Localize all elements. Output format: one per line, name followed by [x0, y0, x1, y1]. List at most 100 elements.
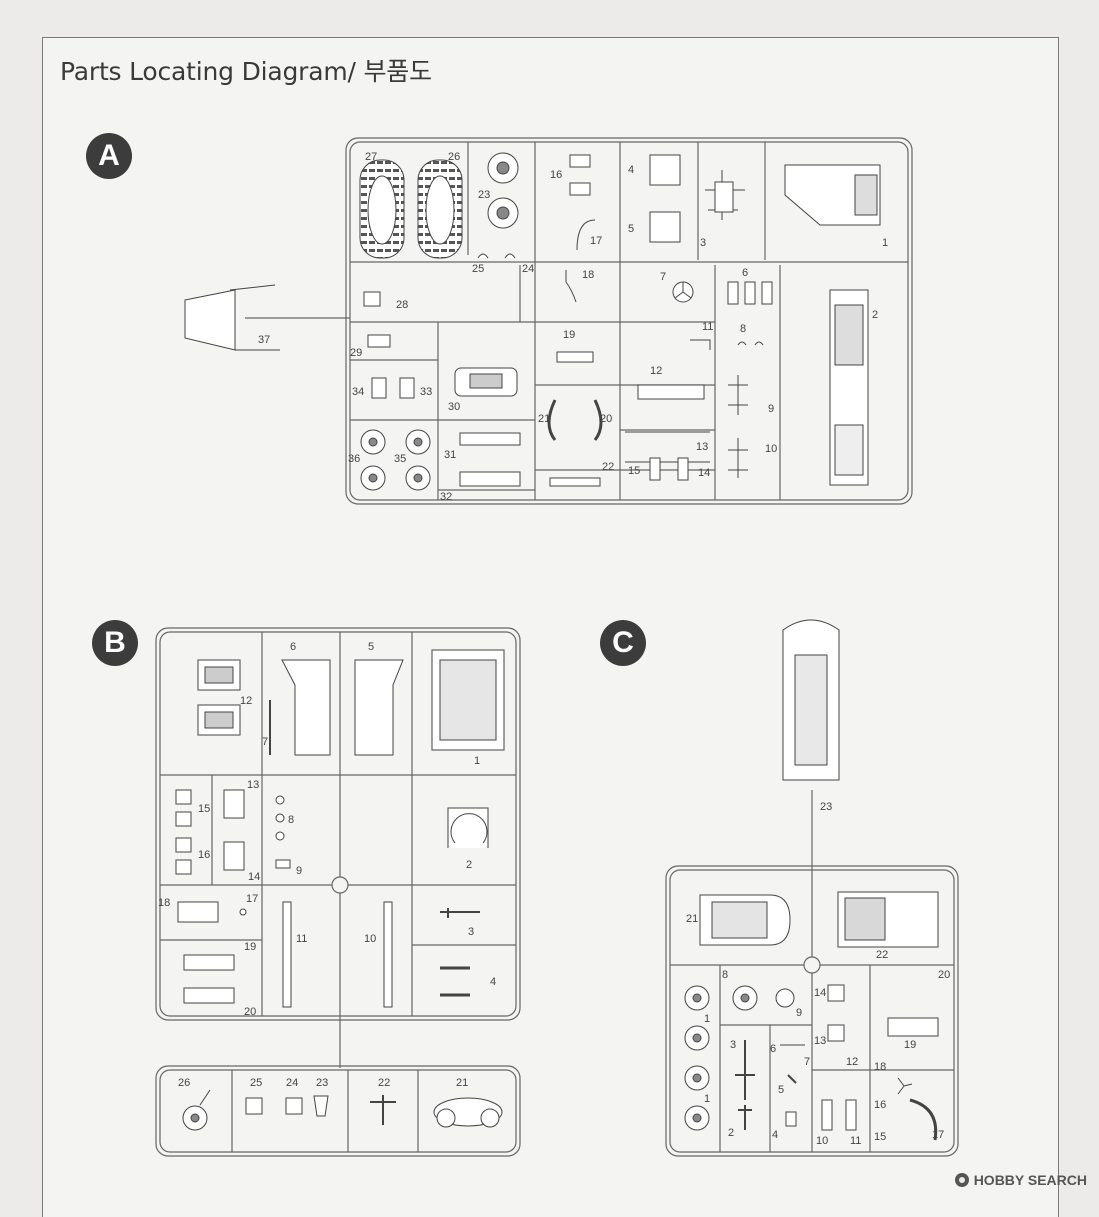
part-a10	[728, 438, 748, 478]
part-a15	[649, 457, 661, 481]
part-b13	[223, 789, 245, 819]
sprue-a-parts	[184, 152, 881, 491]
svg-text:17: 17	[590, 235, 602, 247]
part-b24	[285, 1097, 303, 1115]
part-a34	[371, 377, 387, 399]
part-a17	[576, 219, 596, 251]
svg-text:2: 2	[466, 859, 472, 871]
part-c2	[738, 1105, 752, 1130]
part-c17	[909, 1098, 938, 1141]
svg-text:8: 8	[722, 969, 728, 981]
watermark-text: HOBBY SEARCH	[973, 1172, 1087, 1188]
part-a20	[593, 399, 603, 441]
part-c3	[735, 1040, 755, 1100]
svg-text:15: 15	[628, 465, 640, 477]
part-b11	[282, 901, 292, 1008]
sprue-c	[665, 790, 959, 1157]
svg-text:14: 14	[698, 467, 710, 479]
svg-text:11: 11	[702, 321, 713, 333]
svg-text:18: 18	[874, 1061, 886, 1073]
part-b10	[383, 901, 393, 1008]
sprue-a-frame	[345, 137, 913, 505]
svg-text:5: 5	[368, 641, 374, 653]
svg-text:5: 5	[628, 223, 634, 235]
svg-text:9: 9	[768, 403, 774, 415]
svg-text:21: 21	[456, 1077, 468, 1089]
svg-text:16: 16	[550, 169, 562, 181]
part-b9	[275, 859, 291, 869]
part-b2	[447, 807, 489, 848]
part-c5	[787, 1074, 797, 1084]
svg-text:7: 7	[660, 271, 666, 283]
svg-text:35: 35	[394, 453, 406, 465]
sprue-label-b: B	[92, 620, 138, 666]
svg-text:37: 37	[258, 334, 270, 346]
svg-text:7: 7	[804, 1056, 810, 1068]
part-c19	[887, 1017, 939, 1037]
svg-text:10: 10	[816, 1135, 828, 1147]
part-b16	[175, 837, 192, 853]
svg-text:23: 23	[478, 189, 490, 201]
svg-text:25: 25	[472, 263, 484, 275]
part-c14	[827, 984, 845, 1002]
svg-text:20: 20	[244, 1006, 256, 1018]
svg-text:3: 3	[700, 237, 706, 249]
part-a14	[677, 457, 689, 481]
sprue-b-frame	[155, 627, 521, 1021]
svg-text:17: 17	[932, 1129, 944, 1141]
part-b4	[440, 966, 470, 997]
svg-text:10: 10	[364, 933, 376, 945]
part-a22	[549, 477, 601, 487]
svg-text:9: 9	[296, 865, 302, 877]
part-a21	[547, 399, 557, 441]
svg-text:14: 14	[248, 871, 260, 883]
part-a37	[184, 289, 236, 351]
svg-text:6: 6	[742, 267, 748, 279]
svg-text:14: 14	[814, 987, 826, 999]
svg-text:36: 36	[348, 453, 360, 465]
svg-text:16: 16	[874, 1099, 886, 1111]
svg-text:8: 8	[740, 323, 746, 335]
svg-text:13: 13	[814, 1035, 826, 1047]
part-a9	[728, 375, 748, 415]
svg-text:22: 22	[602, 461, 614, 473]
part-b14	[223, 841, 245, 871]
svg-text:26: 26	[448, 151, 460, 163]
page-title: Parts Locating Diagram/ 부품도	[60, 57, 432, 86]
part-a5	[649, 211, 681, 243]
part-a11	[690, 339, 711, 350]
part-b25	[245, 1097, 263, 1115]
svg-text:1: 1	[474, 755, 480, 767]
part-a16	[569, 154, 591, 168]
svg-text:1: 1	[704, 1013, 710, 1025]
part-a28	[363, 291, 381, 307]
part-a8	[737, 341, 764, 346]
part-a33	[399, 377, 415, 399]
watermark: HOBBY SEARCH	[954, 1172, 1087, 1188]
svg-text:6: 6	[770, 1043, 776, 1055]
svg-text:29: 29	[350, 347, 362, 359]
part-a32	[459, 471, 521, 487]
svg-text:17: 17	[246, 893, 258, 905]
svg-text:1: 1	[704, 1093, 710, 1105]
svg-text:22: 22	[378, 1077, 390, 1089]
svg-text:10: 10	[765, 443, 777, 455]
svg-text:4: 4	[490, 976, 496, 988]
svg-text:13: 13	[696, 441, 708, 453]
sprue-b-parts	[175, 649, 505, 1131]
svg-text:15: 15	[198, 803, 210, 815]
part-c9-emblem	[775, 988, 795, 1008]
svg-text:19: 19	[244, 941, 256, 953]
part-b6	[281, 659, 331, 756]
part-c18	[897, 1077, 913, 1095]
part-a31	[459, 432, 521, 446]
svg-text:23: 23	[820, 801, 832, 813]
svg-text:6: 6	[290, 641, 296, 653]
svg-text:12: 12	[240, 695, 252, 707]
sprue-c-parts	[684, 619, 939, 1141]
svg-text:31: 31	[444, 449, 456, 461]
